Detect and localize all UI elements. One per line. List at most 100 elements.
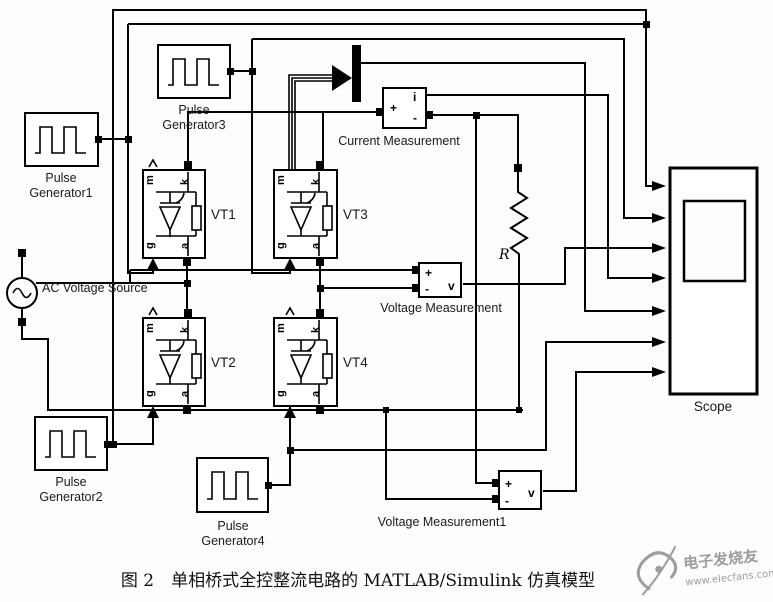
- ac-source-label: AC Voltage Source: [42, 281, 148, 295]
- vt1-port-a: a: [179, 242, 191, 249]
- wire-vt3-bus-1: [288, 74, 336, 170]
- vm1-v: v: [528, 486, 535, 500]
- cm-label: Current Measurement: [338, 134, 460, 148]
- pulse-wave-icon: [45, 430, 96, 458]
- vt3-k-port: [316, 161, 324, 169]
- vt2-port-a: a: [179, 390, 191, 397]
- wire-vm1-minus: [385, 410, 494, 500]
- block-resistor[interactable]: R: [498, 164, 529, 263]
- block-ac-voltage-source[interactable]: AC Voltage Source: [6, 249, 148, 326]
- wire-pg4-gate: [269, 417, 291, 486]
- thyristor-icon: [156, 172, 197, 256]
- vt4-m-port-marker: [285, 306, 295, 316]
- cm-plus-port: [376, 108, 384, 116]
- cm-plus: +: [390, 101, 397, 115]
- block-voltage-measurement1[interactable]: + - v Voltage Measurement1: [378, 470, 542, 529]
- scope-label: Scope: [694, 399, 732, 414]
- r-label: R: [498, 247, 510, 263]
- vt2-k-port: [184, 309, 192, 317]
- pg4-out-port: [265, 482, 272, 489]
- wire-mux-scope: [361, 62, 652, 312]
- block-thyristor-vt2[interactable]: m k g a VT2: [142, 306, 236, 414]
- block-thyristor-vt1[interactable]: m k g a VT1: [142, 158, 236, 266]
- thyristor-triangle: [289, 354, 313, 381]
- vt2-m-port-marker: [148, 306, 158, 316]
- arrow-scope-in7: [652, 367, 666, 377]
- arrow-scope-in3: [652, 243, 666, 253]
- scope-screen: [682, 199, 747, 283]
- block-voltage-measurement[interactable]: + - v Voltage Measurement: [380, 262, 502, 315]
- block-thyristor-vt3[interactable]: m k g a VT3: [273, 161, 368, 266]
- vt2-label: VT2: [211, 355, 236, 370]
- snubber-resistor: [322, 205, 333, 231]
- vt4-label: VT4: [343, 355, 368, 370]
- arrow-scope-in6: [652, 337, 666, 347]
- ac-bottom-port: [18, 318, 26, 326]
- wire-pg2-scope: [112, 9, 647, 444]
- vm-plus-port: [412, 266, 420, 274]
- vt4-port-g: g: [275, 390, 287, 397]
- vt1-k-port: [184, 161, 192, 169]
- vt3-port-g: g: [275, 242, 287, 249]
- wire-cm-to-r: [429, 114, 519, 164]
- snubber-resistor: [191, 205, 202, 231]
- wire-pg4-scope: [290, 341, 652, 451]
- pg4-label-2: Generator4: [201, 534, 264, 548]
- vt1-a-port: [183, 258, 191, 266]
- vm-v: v: [448, 279, 455, 293]
- arrow-vt2-gate: [147, 406, 159, 418]
- vt2-port-g: g: [144, 390, 156, 397]
- wire-bottom-bus: [21, 308, 523, 411]
- vt3-port-a: a: [310, 242, 322, 249]
- pg3-label-1: Pulse: [178, 103, 209, 117]
- r-top-port: [514, 164, 522, 172]
- thyristor-triangle: [289, 206, 313, 233]
- arrow-bus-mux: [332, 65, 352, 91]
- mux-bar[interactable]: [352, 45, 361, 102]
- wire-pg3-scope: [252, 38, 652, 219]
- arrow-scope-in4: [652, 273, 666, 283]
- block-scope[interactable]: Scope: [668, 166, 759, 414]
- arrow-scope-in5: [652, 306, 666, 316]
- vt1-port-m: m: [144, 175, 156, 185]
- vt1-label: VT1: [211, 207, 236, 222]
- vm1-plus-port: [492, 479, 500, 487]
- wire-cathode-rail: [187, 111, 377, 167]
- power-wires: [21, 111, 523, 500]
- block-pulse-generator3[interactable]: Pulse Generator3: [157, 44, 234, 132]
- block-thyristor-vt4[interactable]: m k g a VT4: [273, 306, 368, 414]
- resistor-zigzag: [509, 172, 529, 262]
- thyristor-triangle: [158, 206, 182, 233]
- watermark: 电子发烧友 www.elecfans.com: [636, 545, 773, 596]
- vt1-m-port-marker: [148, 158, 158, 168]
- block-pulse-generator2[interactable]: Pulse Generator2: [34, 416, 111, 504]
- pulse-wave-icon: [207, 471, 258, 500]
- vt4-port-m: m: [275, 323, 287, 333]
- elecfans-logo-icon: [636, 545, 678, 596]
- vt1-port-g: g: [144, 242, 156, 249]
- pg3-label-2: Generator3: [162, 118, 225, 132]
- wire-vt3-bus-3: [294, 80, 336, 170]
- pulse-wave-icon: [168, 58, 219, 86]
- vm1-plus: +: [505, 477, 512, 491]
- wire-i-scope: [426, 94, 652, 279]
- vt1-port-k: k: [179, 178, 191, 185]
- pg2-label-2: Generator2: [39, 490, 102, 504]
- block-pulse-generator4[interactable]: Pulse Generator4: [196, 457, 272, 548]
- pg3-out-port: [227, 68, 234, 75]
- thyristor-icon: [287, 172, 328, 256]
- block-pulse-generator1[interactable]: Pulse Generator1: [24, 112, 102, 200]
- vm-plus: +: [425, 266, 432, 280]
- arrow-vt4-gate: [284, 406, 296, 418]
- block-current-measurement[interactable]: + i - Current Measurement: [338, 87, 460, 148]
- pg1-out-port: [95, 136, 102, 143]
- arrowheads: [147, 65, 666, 418]
- vt2-a-port: [183, 406, 191, 414]
- vt4-k-port: [316, 309, 324, 317]
- vm1-label: Voltage Measurement1: [378, 515, 507, 529]
- thyristor-triangle: [158, 354, 182, 381]
- figure-caption: 图 2 单相桥式全控整流电路的 MATLAB/Simulink 仿真模型: [121, 571, 595, 591]
- signal-wires: [100, 9, 652, 492]
- arrow-scope-in1: [652, 181, 666, 191]
